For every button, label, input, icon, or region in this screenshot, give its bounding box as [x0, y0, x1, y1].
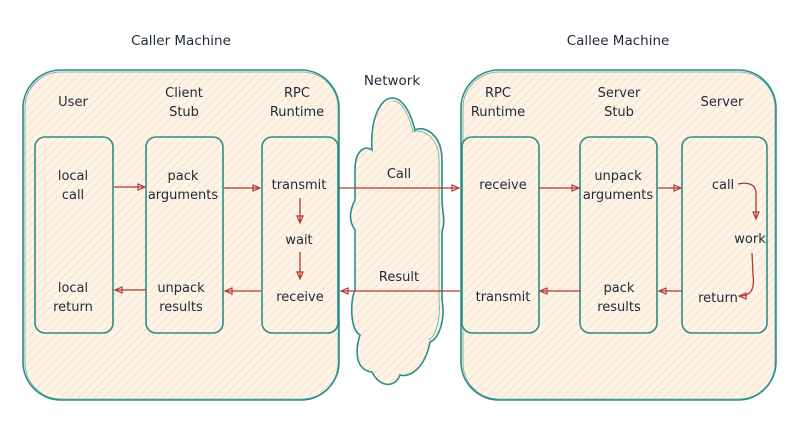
header-caller-rpc-line1: RPC: [284, 86, 310, 101]
label-result: Result: [379, 270, 419, 285]
arrow-receive-to-unpack: [539, 184, 581, 192]
arrow-transmit-to-receive-result: [339, 287, 460, 295]
label-pack-results-1: pack: [604, 281, 635, 296]
header-callee-rpc-line1: RPC: [485, 86, 511, 101]
arrow-receive-to-unpack-results: [223, 287, 261, 295]
callee-machine-title: Callee Machine: [567, 33, 670, 49]
label-pack-arguments-2: arguments: [148, 188, 219, 203]
header-client-stub-line1: Client: [165, 86, 203, 101]
arrow-work-to-return: [737, 252, 755, 300]
label-local-return-2: return: [53, 300, 93, 315]
label-local-call-2: call: [62, 188, 84, 203]
arrow-unpack-to-local-return: [113, 286, 146, 294]
arrow-pack-to-transmit: [224, 184, 262, 192]
label-server-call: call: [712, 178, 734, 193]
header-server-stub-line2: Stub: [604, 105, 634, 120]
label-local-return-1: local: [58, 281, 88, 296]
client-stub-box: [145, 136, 224, 334]
label-unpack-arguments-2: arguments: [583, 188, 654, 203]
user-box: [34, 136, 114, 334]
network-cloud: [349, 97, 445, 386]
arrow-return-to-pack: [657, 287, 682, 295]
header-server-stub-line1: Server: [598, 86, 641, 101]
label-pack-arguments-1: pack: [168, 169, 199, 184]
caller-rpc-runtime-box: [261, 136, 339, 334]
server-box: [681, 136, 768, 334]
callee-rpc-runtime-box: [461, 136, 540, 334]
network-title: Network: [364, 73, 421, 89]
arrow-wait-to-receive: [296, 252, 304, 281]
header-user: User: [58, 95, 88, 110]
label-local-call-1: local: [58, 169, 88, 184]
label-transmit: transmit: [272, 178, 327, 193]
label-pack-results-2: results: [597, 300, 641, 315]
label-unpack-arguments-1: unpack: [594, 169, 642, 184]
arrow-local-call-to-pack: [114, 183, 147, 191]
server-stub-box: [579, 136, 658, 334]
arrow-call-to-work: [737, 182, 760, 221]
label-server-return: return: [698, 291, 738, 306]
header-client-stub-line2: Stub: [169, 105, 199, 120]
label-server-work: work: [734, 232, 766, 247]
header-callee-rpc-line2: Runtime: [471, 105, 525, 120]
label-wait: wait: [285, 233, 312, 248]
arrow-pack-to-callee-transmit: [538, 287, 580, 295]
label-unpack-results-1: unpack: [157, 281, 205, 296]
arrow-transmit-to-wait: [296, 198, 304, 225]
label-unpack-results-2: results: [159, 300, 203, 315]
label-callee-transmit: transmit: [476, 290, 531, 305]
label-callee-receive: receive: [479, 178, 527, 193]
header-caller-rpc-line2: Runtime: [270, 105, 324, 120]
arrow-transmit-to-receive-call: [339, 184, 461, 192]
label-receive: receive: [276, 290, 324, 305]
caller-machine-title: Caller Machine: [131, 33, 231, 49]
label-call: Call: [387, 167, 411, 182]
arrow-unpack-to-call: [658, 184, 683, 192]
header-server: Server: [701, 95, 744, 110]
